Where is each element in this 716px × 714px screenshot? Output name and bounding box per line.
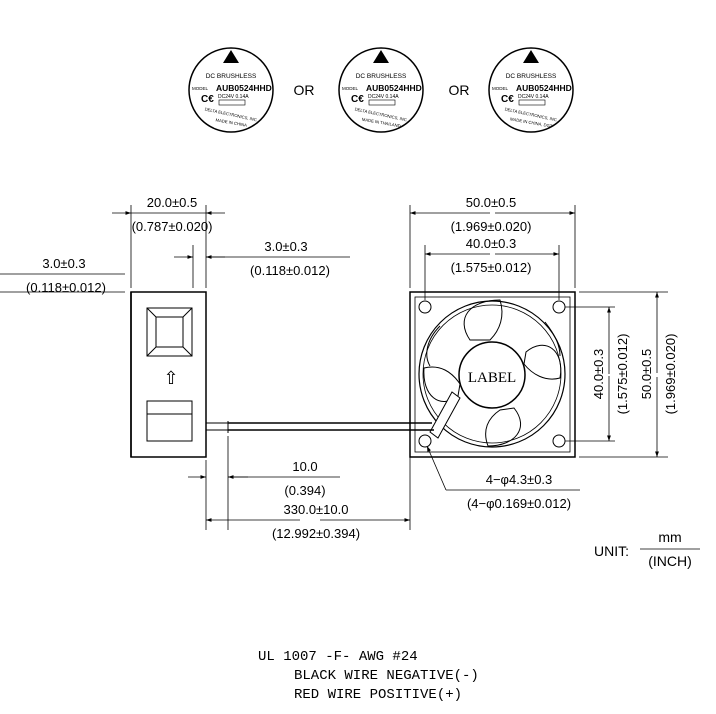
mounting-hole-icon <box>552 434 566 448</box>
hole-pitch-in: (1.575±0.012) <box>451 260 532 275</box>
ce-mark-icon: C€ <box>351 94 364 105</box>
dim-width: 50.0±0.5 (1.969±0.020) <box>410 195 575 234</box>
rating-text: DC24V 0.14A <box>218 94 249 100</box>
wire-notes: UL 1007 -F- AWG #24 BLACK WIRE NEGATIVE(… <box>258 648 479 705</box>
model-prefix: MODEL <box>342 86 359 91</box>
origin-text: MADE IN CHINA <box>215 117 247 127</box>
hole-pitch-mm: 40.0±0.3 <box>466 236 517 251</box>
mounting-hole-icon <box>418 300 432 314</box>
dim-flange-top: 3.0±0.3 (0.118±0.012) <box>174 239 350 278</box>
cert-marks-icon <box>218 99 246 106</box>
mounting-hole-icon <box>552 300 566 314</box>
rating-text: DC24V 0.14A <box>368 94 399 100</box>
label-variant-1: DC BRUSHLESS MODEL AUB0524HHD C€ DC24V 0… <box>188 47 274 133</box>
height-mm: 50.0±0.5 <box>639 349 654 400</box>
thickness-in: (0.787±0.020) <box>132 219 213 234</box>
dim-thickness: 20.0±0.5 (0.787±0.020) <box>112 195 225 234</box>
flange-left-mm: 3.0±0.3 <box>42 256 85 271</box>
origin-text: MADE IN THAILAND <box>361 117 401 129</box>
height-in: (1.969±0.020) <box>663 334 678 415</box>
black-wire-note: BLACK WIRE NEGATIVE(-) <box>294 668 479 684</box>
model-prefix: MODEL <box>492 86 509 91</box>
cert-marks-icon <box>368 99 396 106</box>
dim-holes: 4−φ4.3±0.3 (4−φ0.169±0.012) <box>426 445 580 511</box>
delta-logo-icon <box>523 50 539 63</box>
delta-logo-icon <box>373 50 389 63</box>
hole-pitch-v-mm: 40.0±0.3 <box>591 349 606 400</box>
strip-mm: 10.0 <box>292 459 317 474</box>
ce-mark-icon: C€ <box>501 94 514 105</box>
holes-in: (4−φ0.169±0.012) <box>467 496 571 511</box>
airflow-arrow-icon: ⇧ <box>163 368 178 388</box>
dim-lead: 330.0±10.0 (12.992±0.394) <box>206 502 410 541</box>
unit-mm: mm <box>658 529 681 545</box>
label-variant-3: DC BRUSHLESS MODEL AUB0524HHD C€ DC24V 0… <box>488 47 574 133</box>
flange-left-in: (0.118±0.012) <box>26 280 106 295</box>
unit-label: UNIT: <box>594 543 629 559</box>
dim-strip: 10.0 (0.394) <box>188 459 340 498</box>
flange-top-in: (0.118±0.012) <box>250 263 330 278</box>
rating-text: DC24V 0.14A <box>518 94 549 100</box>
ce-mark-icon: C€ <box>201 94 214 105</box>
model-text: AUB0524HHD <box>516 83 572 93</box>
wire-spec: UL 1007 -F- AWG #24 <box>258 649 418 665</box>
dim-hole-pitch: 40.0±0.3 (1.575±0.012) <box>425 236 559 275</box>
dim-hole-pitch-vertical: 40.0±0.3 (1.575±0.012) <box>591 307 630 441</box>
model-text: AUB0524HHD <box>366 83 422 93</box>
flange-top-mm: 3.0±0.3 <box>264 239 307 254</box>
thickness-mm: 20.0±0.5 <box>147 195 198 210</box>
delta-logo-icon <box>223 50 239 63</box>
label-variant-2: DC BRUSHLESS MODEL AUB0524HHD C€ DC24V 0… <box>338 47 424 133</box>
fan-label-text: LABEL <box>468 370 516 386</box>
red-wire-note: RED WIRE POSITIVE(+) <box>294 687 463 703</box>
brand-text: DC BRUSHLESS <box>206 73 257 80</box>
strip-in: (0.394) <box>284 483 325 498</box>
unit-inch: (INCH) <box>648 553 692 569</box>
front-view <box>409 291 576 458</box>
brand-text: DC BRUSHLESS <box>356 73 407 80</box>
dim-flange-left: 3.0±0.3 (0.118±0.012) <box>26 256 106 295</box>
holes-mm: 4−φ4.3±0.3 <box>486 472 553 487</box>
side-view <box>130 291 410 458</box>
or-text-2: OR <box>449 82 470 98</box>
or-text-1: OR <box>294 82 315 98</box>
brand-text: DC BRUSHLESS <box>506 73 557 80</box>
fan-blades <box>423 299 562 447</box>
width-mm: 50.0±0.5 <box>466 195 517 210</box>
dim-height: 50.0±0.5 (1.969±0.020) <box>639 292 678 457</box>
hole-pitch-v-in: (1.575±0.012) <box>615 334 630 415</box>
lead-in: (12.992±0.394) <box>272 526 360 541</box>
mounting-hole-icon <box>418 434 432 448</box>
width-in: (1.969±0.020) <box>451 219 532 234</box>
model-text: AUB0524HHD <box>216 83 272 93</box>
lead-mm: 330.0±10.0 <box>284 502 349 517</box>
model-prefix: MODEL <box>192 86 209 91</box>
cert-marks-icon <box>518 99 546 106</box>
unit-legend: UNIT: mm (INCH) <box>594 529 700 569</box>
side-view-extension-lines <box>0 205 411 530</box>
